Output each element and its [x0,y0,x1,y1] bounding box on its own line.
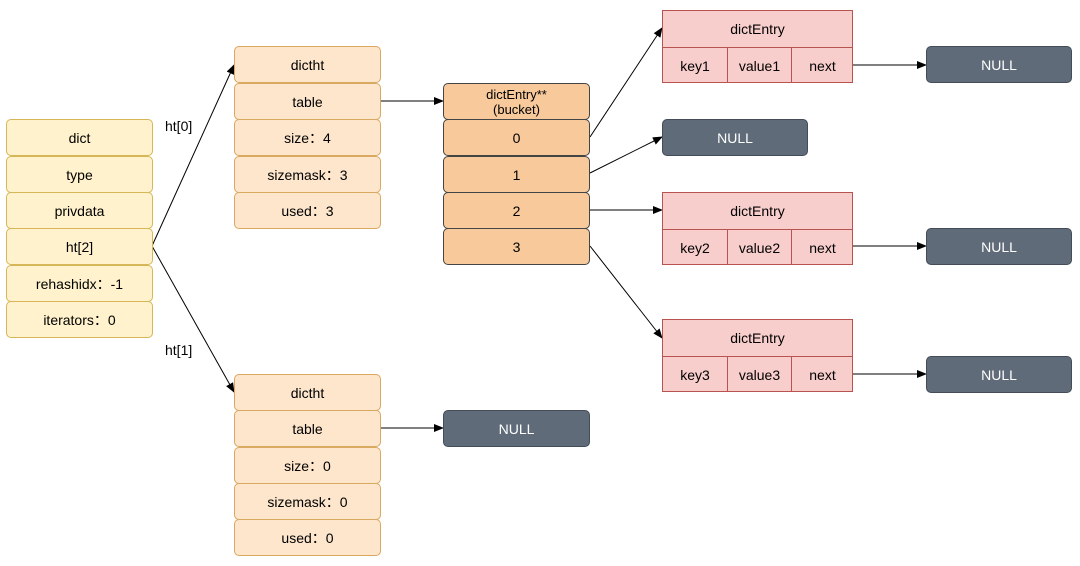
ht0-field-size: size：4 [234,119,381,156]
bucket-slot-1: 1 [443,156,590,193]
ht1-field-dictht: dictht [234,374,381,411]
arrow-bucket1-to-null [589,136,663,174]
bucket-slot-3: 3 [443,228,590,265]
ht1-field-used: used：0 [234,519,381,556]
dict-entry-2-title: dictEntry [730,203,785,219]
entry2-next-null: NULL [926,228,1072,265]
ht0-field-used: used：3 [234,192,381,229]
dict-entry-1-value: value1 [727,47,791,83]
dict-entry-3-key: key3 [663,356,727,392]
bucket-header-label: (bucket) [493,101,540,117]
dict-field-ht: ht[2] [6,228,153,265]
ht1-table-null: NULL [443,410,590,447]
arrow-bucket0-to-entry1 [589,27,663,138]
dict-field-dict: dict [6,119,153,156]
arrow-bucket3-to-entry3 [589,245,663,339]
ht0-field-table: table [234,83,381,120]
ht1-field-sizemask: sizemask：0 [234,483,381,520]
dict-entry-2-value: value2 [727,229,791,265]
entry1-next-null: NULL [926,46,1072,83]
dict-entry-1-title: dictEntry [730,21,785,37]
ht1-field-table: table [234,410,381,447]
dict-entry-3-value: value3 [727,356,791,392]
ht0-field-sizemask: sizemask：3 [234,156,381,193]
dict-field-privdata: privdata [6,192,153,229]
dict-entry-3-next: next [791,356,853,392]
dict-entry-1-key: key1 [663,47,727,83]
dict-field-type: type [6,156,153,193]
bucket-header-type: dictEntry** [486,86,547,102]
ht1-link-label: ht[1] [165,342,193,358]
ht1-field-size: size：0 [234,447,381,484]
dict-field-rehashidx: rehashidx：-1 [6,265,153,302]
ht0-link-label: ht[0] [165,118,193,134]
dict-entry-2-next: next [791,229,853,265]
dict-field-iterators: iterators：0 [6,301,153,338]
arrow-ht0 [151,64,235,247]
dict-entry-1: dictEntry key1 value1 next [662,10,853,83]
dict-entry-2-key: key2 [663,229,727,265]
entry3-next-null: NULL [926,356,1072,393]
dict-entry-3-title: dictEntry [730,330,785,346]
bucket-slot-0: 0 [443,119,590,156]
dict-entry-3: dictEntry key3 value3 next [662,319,853,392]
bucket-header: dictEntry** (bucket) [443,83,590,120]
dict-entry-1-next: next [791,47,853,83]
bucket1-null: NULL [662,119,808,156]
bucket-slot-2: 2 [443,192,590,229]
ht0-field-dictht: dictht [234,46,381,83]
arrow-ht1 [151,245,235,393]
dict-entry-2: dictEntry key2 value2 next [662,192,853,265]
